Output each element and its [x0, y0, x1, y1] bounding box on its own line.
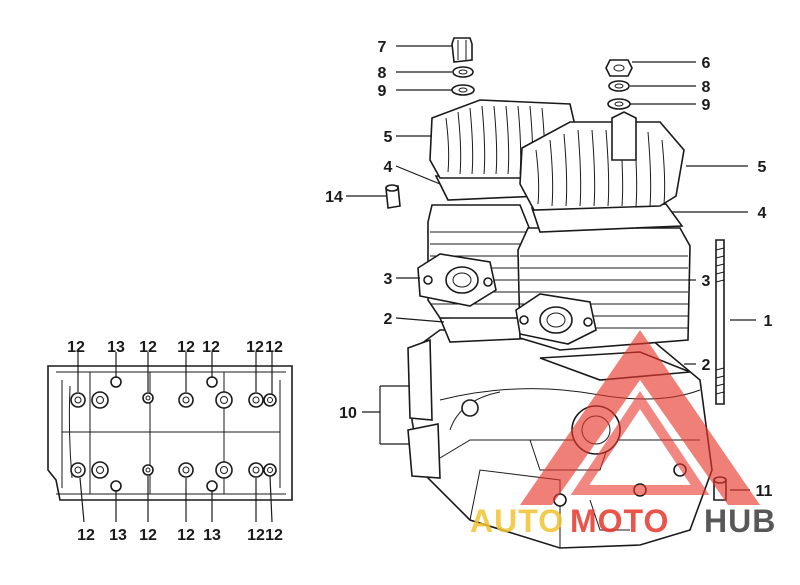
label-part-10: 10	[339, 405, 357, 422]
label-part-3-left: 3	[384, 271, 393, 288]
label-part-14: 14	[325, 189, 343, 206]
label-bottom-13-a: 13	[109, 527, 127, 544]
label-part-5-right: 5	[758, 159, 767, 176]
label-top-12-f: 12	[265, 339, 283, 356]
base-bolt-holes	[70, 376, 277, 492]
label-top-13: 13	[107, 339, 125, 356]
label-bottom-12-e: 12	[265, 527, 283, 544]
label-part-2-right: 2	[702, 357, 711, 374]
watermark-inner-triangle	[570, 390, 710, 495]
watermark-brand-auto: AUTO	[470, 503, 564, 539]
label-part-7: 7	[378, 39, 387, 56]
watermark-brand-moto: MOTO	[570, 503, 669, 539]
label-top-12-a: 12	[67, 339, 85, 356]
nut-stack-left	[451, 37, 475, 96]
nut-stack-right	[605, 59, 633, 110]
label-top-12-d: 12	[202, 339, 220, 356]
label-top-12-b: 12	[139, 339, 157, 356]
label-part-4-left: 4	[384, 159, 393, 176]
label-part-3-right: 3	[702, 273, 711, 290]
label-top-12-e: 12	[246, 339, 264, 356]
label-part-1: 1	[764, 313, 773, 330]
label-part-9-left: 9	[378, 83, 387, 100]
label-part-4-right: 4	[758, 205, 767, 222]
label-bottom-13-b: 13	[203, 527, 221, 544]
watermark-brand-hub: HUB	[704, 503, 776, 539]
label-part-5-left: 5	[384, 129, 393, 146]
label-part-8-right: 8	[702, 79, 711, 96]
automotohub-watermark: AUTO MOTO HUB	[470, 330, 776, 539]
leader-lines	[77, 45, 756, 523]
label-bottom-12-d: 12	[247, 527, 265, 544]
label-part-8-left: 8	[378, 65, 387, 82]
label-part-6: 6	[702, 55, 711, 72]
crankcase-base-drawing	[47, 365, 293, 501]
label-part-9-right: 9	[702, 97, 711, 114]
label-top-12-c: 12	[177, 339, 195, 356]
label-bottom-12-a: 12	[77, 527, 95, 544]
label-bottom-12-c: 12	[177, 527, 195, 544]
watermark-triangle-shape	[520, 330, 760, 505]
label-part-2-left: 2	[384, 311, 393, 328]
part-number-labels: 7 8 9 5 4 14 3 2 10 6 8 9 5 4 3 1 2 11 1…	[67, 39, 772, 544]
label-bottom-12-b: 12	[139, 527, 157, 544]
label-part-11: 11	[756, 483, 773, 500]
